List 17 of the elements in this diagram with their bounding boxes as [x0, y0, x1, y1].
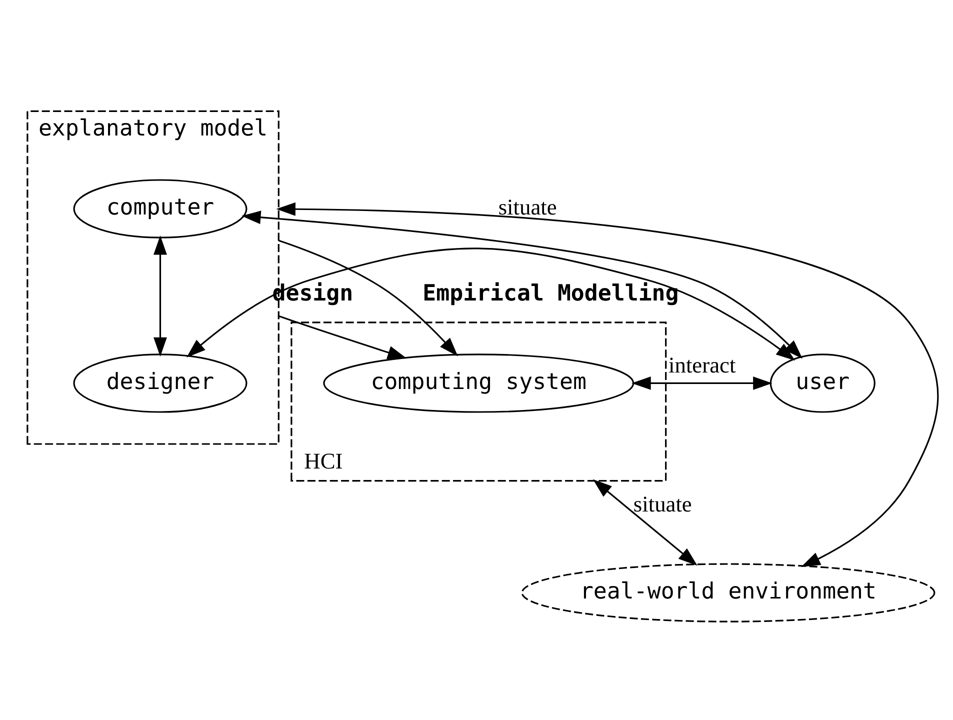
arrow: [632, 376, 772, 390]
arrow: [242, 210, 803, 359]
arrow: [278, 240, 458, 356]
node-ellipse: computing system: [323, 354, 634, 413]
edge-label: situate: [498, 194, 557, 220]
edge-label: Empirical Modelling: [422, 280, 679, 306]
arrow: [186, 248, 796, 361]
arrow: [278, 315, 407, 360]
node-ellipse: real-world environment: [521, 563, 936, 622]
node-ellipse: user: [770, 354, 876, 413]
node-ellipse: designer: [73, 354, 248, 413]
edge-label: interact: [668, 352, 736, 378]
node-ellipse: computer: [73, 179, 248, 238]
edge-label: situate: [633, 492, 692, 517]
arrow: [276, 202, 938, 567]
arrow: [592, 479, 698, 566]
arrow: [154, 235, 167, 357]
